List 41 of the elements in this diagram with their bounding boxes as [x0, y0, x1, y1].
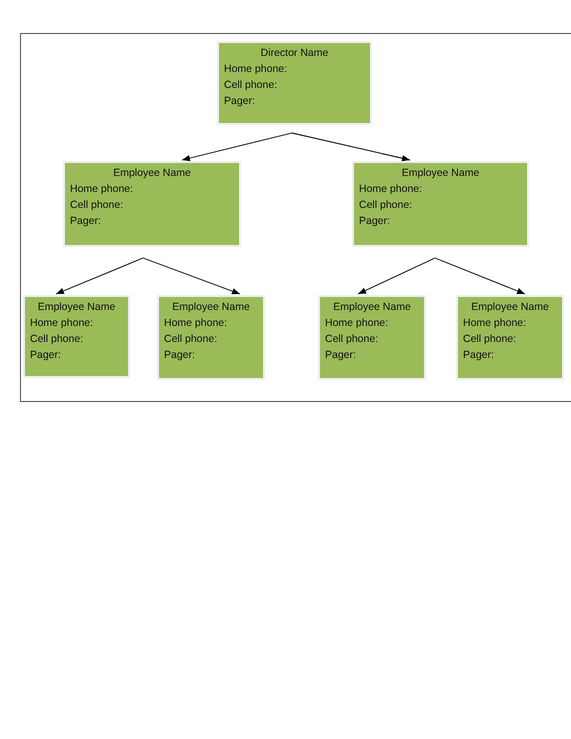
field-label: Pager:: [70, 214, 101, 229]
node-heading: Employee Name: [38, 300, 116, 315]
field-label: Cell phone:: [359, 198, 412, 213]
person-card: [157, 295, 265, 380]
field-label: Pager:: [359, 214, 390, 229]
node-heading: Employee Name: [172, 300, 250, 315]
field-label: Home phone:: [30, 316, 94, 331]
node-heading: Employee Name: [113, 166, 191, 181]
arrow: [434, 258, 526, 294]
person-card: [456, 295, 564, 380]
person-card: [318, 295, 426, 380]
field-label: Home phone:: [70, 182, 134, 197]
person-card: [63, 161, 241, 247]
field-label: Cell phone:: [164, 332, 218, 347]
arrow: [292, 132, 410, 162]
field-label: Home phone:: [359, 182, 422, 197]
field-label: Home phone:: [463, 316, 526, 331]
arrow: [56, 258, 144, 294]
field-label: Pager:: [463, 348, 494, 363]
arrow: [182, 132, 292, 162]
person-card: [217, 41, 372, 125]
field-label: Pager:: [30, 348, 61, 363]
person-card: [23, 295, 130, 378]
field-label: Pager:: [164, 348, 195, 363]
node-heading: Employee Name: [402, 166, 480, 181]
field-label: Home phone:: [164, 316, 228, 331]
field-label: Home phone:: [325, 316, 388, 331]
field-label: Cell phone:: [325, 332, 378, 347]
field-label: Cell phone:: [463, 332, 516, 347]
arrow: [358, 258, 436, 294]
node-heading: Director Name: [260, 46, 328, 61]
arrow: [142, 258, 240, 294]
field-label: Home phone:: [224, 62, 288, 77]
field-label: Pager:: [224, 94, 255, 109]
node-heading: Employee Name: [333, 300, 411, 315]
field-label: Cell phone:: [30, 332, 84, 347]
person-card: [352, 161, 529, 247]
node-heading: Employee Name: [471, 300, 549, 315]
field-label: Cell phone:: [70, 198, 124, 213]
field-label: Cell phone:: [224, 78, 278, 93]
field-label: Pager:: [325, 348, 356, 363]
